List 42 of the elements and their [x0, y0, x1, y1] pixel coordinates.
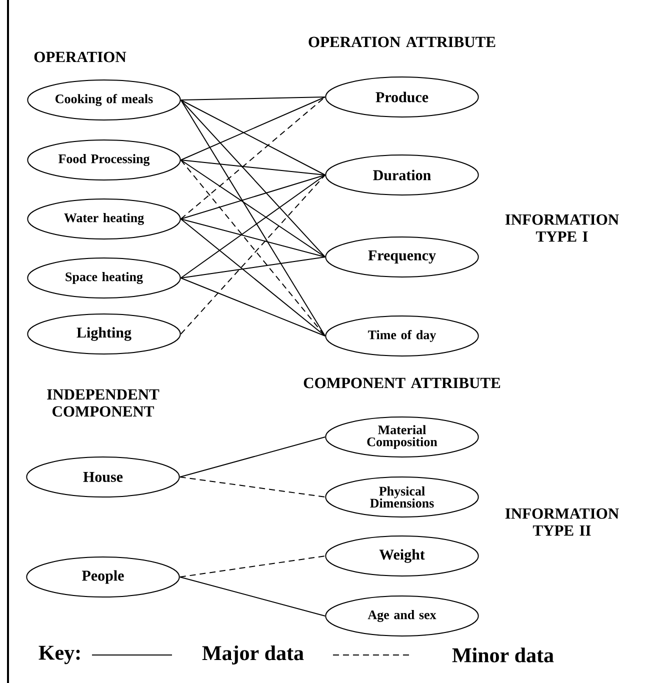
- section-heading: INFORMATION TYPE I: [505, 214, 619, 242]
- connector-line: [180, 96, 326, 160]
- key-label: Key:: [38, 646, 80, 664]
- connector-line: [180, 256, 326, 278]
- oval-node: Physical Dimensions: [325, 476, 479, 518]
- connector-line: [180, 100, 326, 258]
- connector-line: [180, 218, 326, 258]
- section-heading: INFORMATION TYPE II: [505, 508, 619, 536]
- oval-node: Frequency: [325, 236, 479, 278]
- legend-text: Minor data: [452, 648, 554, 662]
- connector-line: [179, 576, 326, 616]
- connector-line: [180, 160, 326, 258]
- oval-node: Water heating: [27, 198, 181, 240]
- connector-line: [180, 100, 326, 336]
- oval-node: Lighting: [27, 314, 181, 354]
- oval-node: Food Processing: [27, 140, 181, 180]
- connector-line: [179, 436, 326, 478]
- connector-line: [180, 100, 326, 176]
- connector-line: [180, 278, 326, 336]
- connector-line: [180, 96, 326, 220]
- connector-line: [180, 218, 326, 336]
- connector-line: [180, 174, 326, 278]
- connector-line: [179, 556, 326, 578]
- oval-node: Produce: [325, 76, 479, 118]
- oval-node: Cooking of meals: [27, 80, 181, 120]
- connector-line: [180, 96, 326, 100]
- oval-node: People: [26, 556, 180, 598]
- section-heading: OPERATION: [34, 52, 126, 62]
- connector-line: [180, 174, 326, 220]
- oval-node: House: [26, 456, 180, 498]
- oval-node: Time of day: [325, 316, 479, 356]
- oval-node: Duration: [325, 154, 479, 196]
- section-heading: INDEPENDENT COMPONENT: [47, 389, 160, 417]
- oval-node: Age and sex: [325, 596, 479, 636]
- oval-node: Material Composition: [325, 416, 479, 458]
- oval-node: Space heating: [27, 258, 181, 298]
- section-heading: COMPONENT ATTRIBUTE: [304, 378, 500, 388]
- oval-node: Weight: [325, 536, 479, 576]
- connector-line: [180, 160, 326, 176]
- legend-text: Major data: [202, 645, 304, 665]
- connector-line: [179, 476, 326, 498]
- section-heading: OPERATION ATTRIBUTE: [308, 36, 496, 48]
